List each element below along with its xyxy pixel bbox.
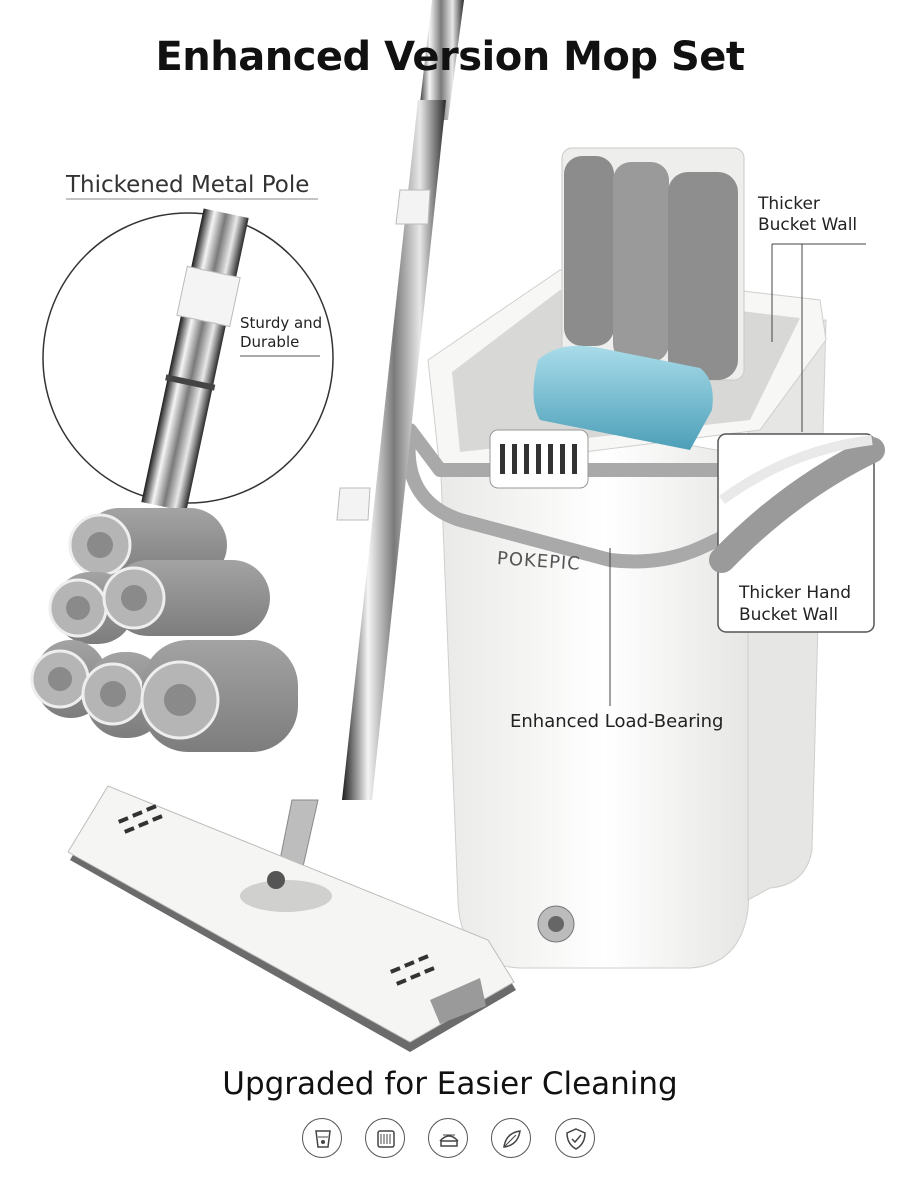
- bucket-wall-line1: Thicker: [758, 194, 820, 214]
- towel-roll: [102, 560, 270, 636]
- handle-callout-line2: Bucket Wall: [739, 605, 839, 625]
- towel-roll: [48, 572, 134, 644]
- dust-free-icon: [302, 1118, 342, 1158]
- flat-mop-head: [67, 785, 516, 1052]
- towel-roll: [140, 640, 298, 752]
- pole-callout-title: Thickened Metal Pole: [66, 172, 310, 198]
- bucket-icon: [365, 1118, 405, 1158]
- subtitle: Upgraded for Easier Cleaning: [222, 1066, 678, 1102]
- bucket-wall-callout: Thicker Bucket Wall: [758, 194, 857, 236]
- bucket-wall-line2: Bucket Wall: [758, 215, 858, 235]
- leaf-mop-icon: [491, 1118, 531, 1158]
- shield-icon: [555, 1118, 595, 1158]
- handle-callout-line1: Thicker Hand: [739, 583, 852, 603]
- squeeze-clean-icon: [428, 1118, 468, 1158]
- mop-pole: [275, 0, 464, 881]
- pole-detail-line1: Sturdy and: [240, 314, 323, 332]
- spare-mop-pads: [30, 508, 298, 752]
- load-bearing-callout: Enhanced Load-Bearing: [510, 711, 724, 732]
- pole-detail-label: Sturdy and Durable: [240, 314, 322, 352]
- pole-zoom-circle: [42, 198, 334, 512]
- page-title: Enhanced Version Mop Set: [155, 34, 745, 80]
- handle-zoom-box: [709, 433, 885, 633]
- pole-detail-line2: Durable: [240, 333, 300, 351]
- mop-bucket: [401, 147, 866, 969]
- handle-callout: Thicker Hand Bucket Wall: [739, 582, 851, 626]
